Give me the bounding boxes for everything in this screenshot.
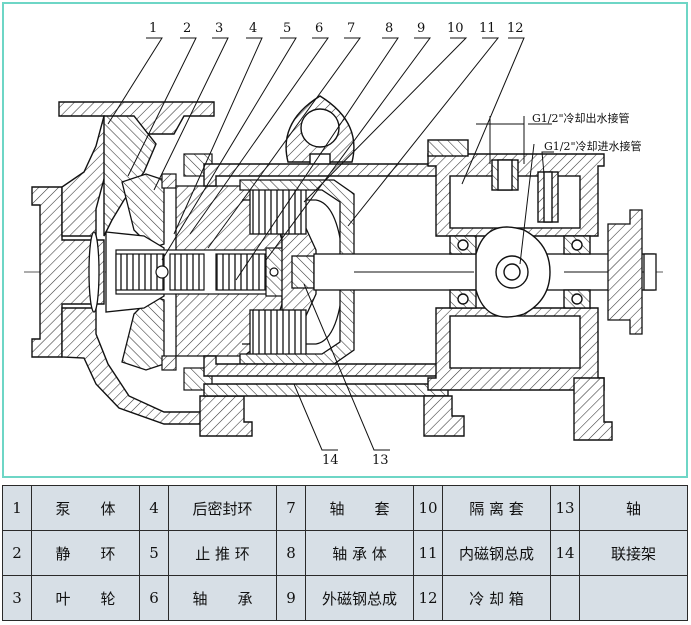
callout-11: 11: [479, 21, 496, 36]
callout-4: 4: [249, 21, 258, 36]
part-number: 13: [550, 485, 580, 531]
callout-13: 13: [372, 453, 389, 468]
part-number: 7: [276, 485, 306, 531]
callout-14: 14: [322, 453, 339, 468]
part-number: 10: [413, 485, 443, 531]
connection-frame: [203, 163, 465, 437]
shaft-sleeve-assembly: [115, 247, 285, 297]
part-number: 1: [2, 485, 32, 531]
callout-5: 5: [283, 21, 292, 36]
part-name: 轴: [579, 485, 688, 531]
callout-3: 3: [215, 21, 224, 36]
drawing-frame: 1 2 3 4 5 6 7 8 9 10 11 12 13 14 G1/2"冷却…: [2, 2, 688, 478]
part-number: 4: [139, 485, 169, 531]
outlet-pipe-label: G1/2"冷却出水接管: [532, 112, 630, 125]
part-name: 轴 套: [305, 485, 414, 531]
callout-2: 2: [183, 21, 192, 36]
callout-10: 10: [447, 21, 464, 36]
part-name: 外磁钢总成: [305, 575, 414, 621]
callout-12: 12: [507, 21, 524, 36]
part-number: 14: [550, 530, 580, 576]
callout-8: 8: [385, 21, 394, 36]
lifting-eye: [285, 95, 355, 169]
part-number: 6: [139, 575, 169, 621]
callout-1: 1: [149, 21, 158, 36]
part-number: 12: [413, 575, 443, 621]
part-number: 11: [413, 530, 443, 576]
part-name: 冷 却 箱: [442, 575, 551, 621]
inner-magnet-assembly: [281, 221, 317, 323]
pump-cross-section-drawing: [24, 37, 664, 451]
part-number: 2: [2, 530, 32, 576]
part-name: 内磁钢总成: [442, 530, 551, 576]
part-name: [579, 575, 688, 621]
part-number: 3: [2, 575, 32, 621]
inlet-pipe-label: G1/2"冷却进水接管: [544, 140, 642, 153]
coupling-flange: [607, 209, 657, 335]
part-name: 泵 体: [31, 485, 140, 531]
callout-7: 7: [347, 21, 356, 36]
part-name: 隔 离 套: [442, 485, 551, 531]
part-name: 后密封环: [168, 485, 277, 531]
part-name: 静 环: [31, 530, 140, 576]
part-name: 轴 承 体: [305, 530, 414, 576]
part-name: 叶 轮: [31, 575, 140, 621]
callout-6: 6: [315, 21, 324, 36]
callout-9: 9: [417, 21, 426, 36]
cooling-box: [427, 139, 613, 441]
leader-lines: [107, 37, 554, 451]
part-name: 联接架: [579, 530, 688, 576]
outer-magnet-assembly: [239, 179, 355, 365]
part-name: 轴 承: [168, 575, 277, 621]
part-number: 5: [139, 530, 169, 576]
part-number: [550, 575, 580, 621]
part-number: 8: [276, 530, 306, 576]
part-name: 止 推 环: [168, 530, 277, 576]
part-number: 9: [276, 575, 306, 621]
